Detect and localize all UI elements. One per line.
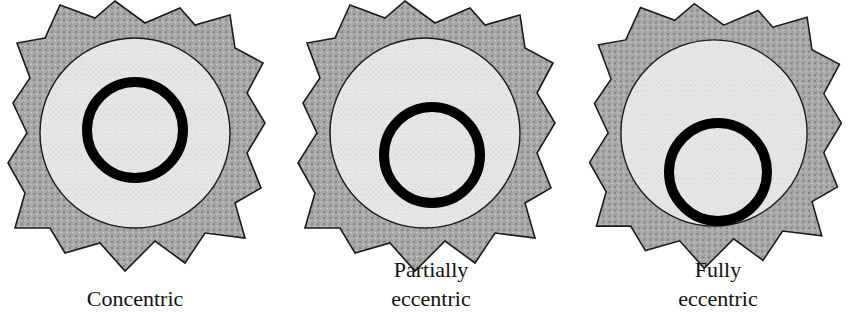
rock-formation: [8, 1, 841, 271]
panel-label: Concentric: [35, 285, 235, 314]
panel-label: Fully eccentric: [653, 256, 783, 313]
pipe-ring: [87, 82, 767, 221]
panel-label: Partially eccentric: [366, 256, 496, 313]
